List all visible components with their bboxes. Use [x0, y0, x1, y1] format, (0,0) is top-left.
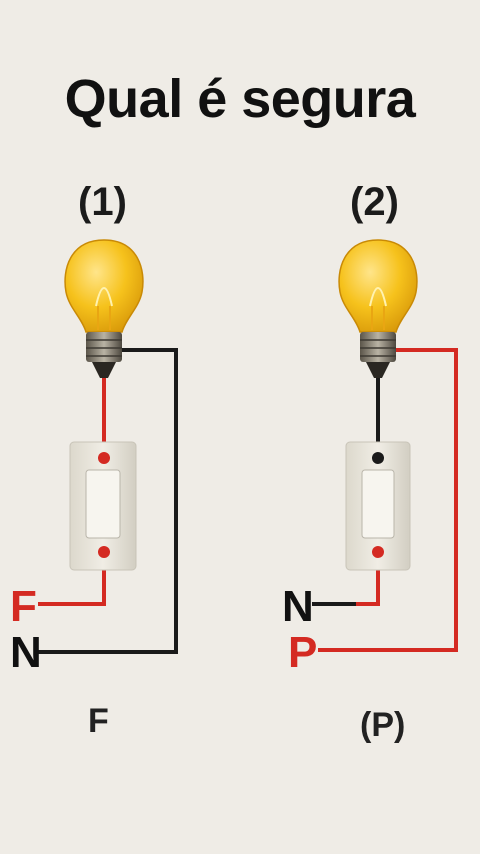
page-title: Qual é segura — [64, 69, 416, 129]
circuit-1-label-n: N — [10, 628, 42, 677]
circuit-2-number: (2) — [350, 180, 399, 224]
circuit-2-label-n: N — [282, 582, 314, 631]
circuit-1-light-bulb-icon — [64, 239, 144, 378]
circuit-1-label-f: F — [10, 582, 37, 631]
circuit-2-switch — [345, 441, 411, 571]
circuit-1-switch-top-terminal — [98, 452, 110, 464]
circuit-2-switch-bottom-terminal — [372, 546, 384, 558]
circuit-1-switch — [69, 441, 137, 571]
circuit-2-light-bulb-icon — [338, 239, 418, 378]
circuit-2-switch-top-terminal — [372, 452, 384, 464]
circuit-2-phase-wire — [318, 348, 458, 652]
circuit-1-neutral-wire — [38, 348, 178, 654]
circuit-1 — [38, 239, 178, 654]
circuit-1-number: (1) — [78, 180, 127, 224]
circuit-2-label-p: P — [288, 628, 318, 677]
circuit-2 — [312, 239, 458, 652]
circuit-1-caption: F — [88, 702, 109, 740]
circuit-1-switch-bottom-terminal — [98, 546, 110, 558]
circuit-2-caption: (P) — [360, 706, 406, 744]
